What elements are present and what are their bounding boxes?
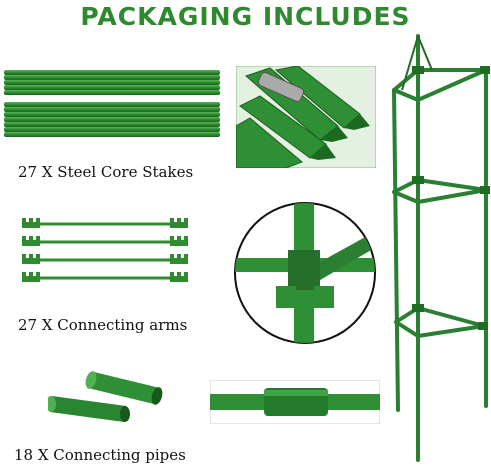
stake-tips-closeup-image — [236, 66, 376, 168]
joint-detail-image — [234, 202, 376, 344]
assembled-cage-image — [392, 34, 490, 462]
connecting-arms-image — [22, 216, 188, 282]
page-title: PACKAGING INCLUDES — [80, 2, 411, 31]
pipe-joint-closeup-image — [210, 380, 380, 424]
connecting-arms-label: 27 X Connecting arms — [18, 316, 188, 334]
steel-stakes-bundle-image — [4, 70, 220, 137]
connecting-pipes-label: 18 X Connecting pipes — [14, 446, 186, 464]
steel-stakes-label: 27 X Steel Core Stakes — [18, 163, 194, 181]
connecting-pipes-image — [48, 371, 163, 422]
